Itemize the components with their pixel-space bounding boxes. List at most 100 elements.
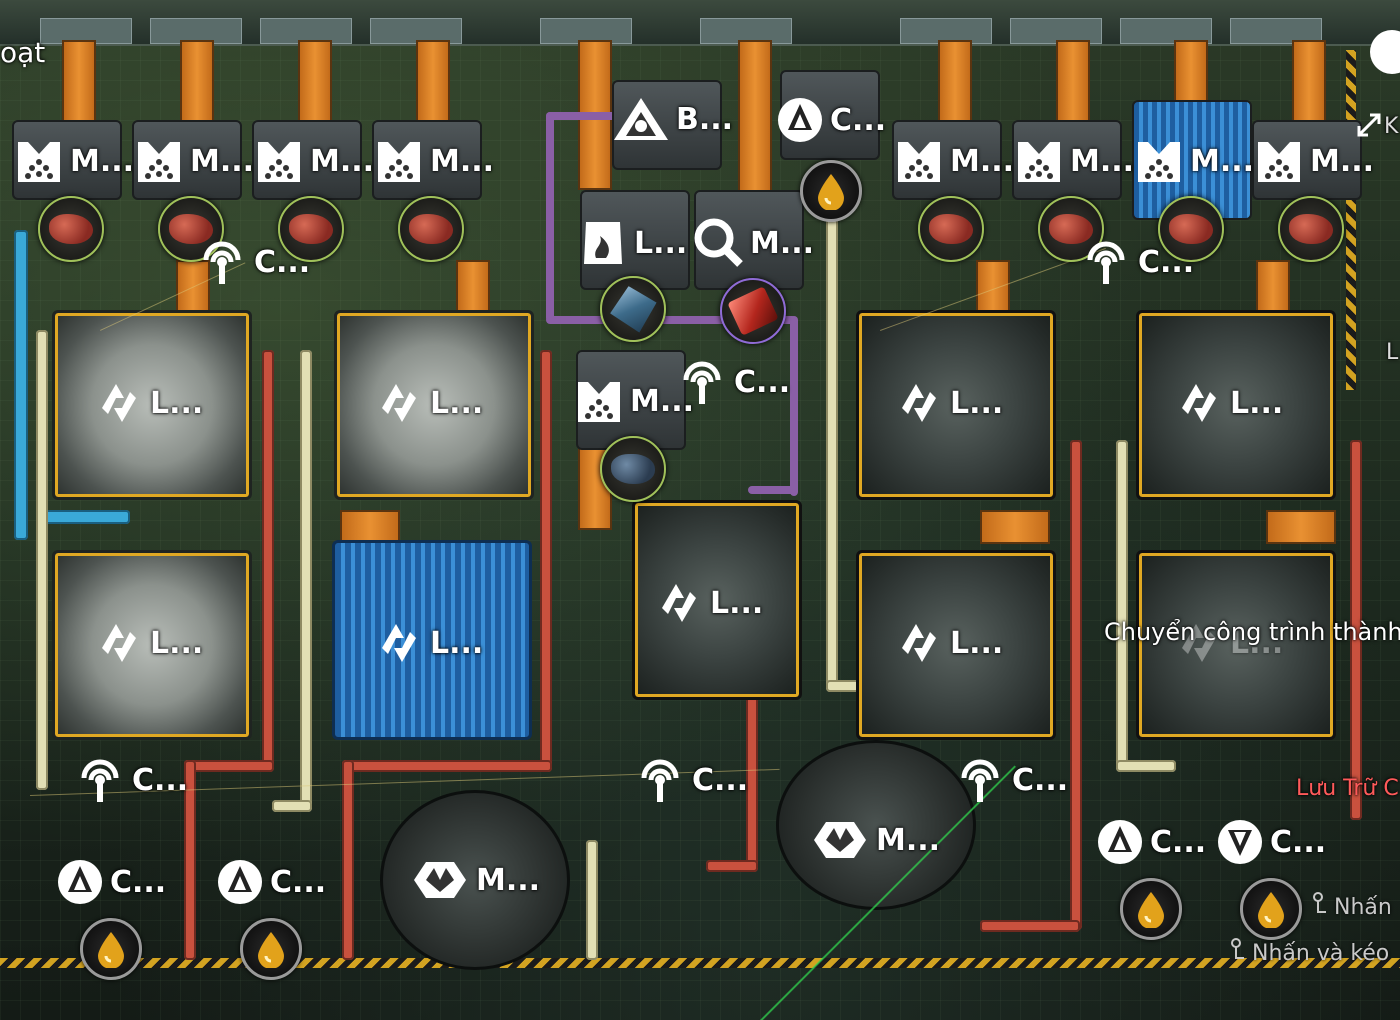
miner-label[interactable]: M... — [254, 136, 374, 186]
liquid-pipe[interactable] — [1116, 760, 1176, 772]
liquid-pipe[interactable] — [826, 190, 838, 690]
reactor-label[interactable]: L... — [374, 618, 483, 668]
purple-pipe[interactable] — [546, 316, 796, 324]
pump-label[interactable]: C... — [1096, 818, 1206, 866]
relay-label[interactable]: C... — [954, 756, 1068, 804]
ore-resource[interactable] — [1278, 196, 1344, 262]
mixer-label[interactable]: M... — [410, 858, 540, 902]
conveyor-belt[interactable] — [738, 40, 772, 200]
liquid-output-badge[interactable] — [240, 918, 302, 980]
pump-label[interactable]: C... — [776, 96, 886, 144]
refinery-label[interactable]: B... — [612, 96, 733, 142]
reactor[interactable] — [632, 500, 802, 700]
ore-resource[interactable] — [600, 436, 666, 502]
conveyor-belt[interactable] — [980, 510, 1050, 544]
conveyor-belt[interactable] — [298, 40, 332, 130]
water-pipe[interactable] — [14, 230, 28, 540]
expand-icon[interactable] — [1356, 112, 1382, 142]
conveyor-belt[interactable] — [340, 510, 400, 544]
lava-pipe[interactable] — [1070, 440, 1082, 930]
reactor-label[interactable]: L... — [94, 378, 203, 428]
conveyor-belt[interactable] — [416, 40, 450, 130]
liquid-output-badge[interactable] — [1120, 878, 1182, 940]
liquid-pipe[interactable] — [36, 330, 48, 790]
miner-label[interactable]: M... — [134, 136, 254, 186]
relay-label[interactable]: C... — [634, 756, 748, 804]
relay-label[interactable]: C... — [676, 358, 790, 406]
reactor-label[interactable]: L... — [654, 578, 763, 628]
miner-label[interactable]: M... — [1134, 136, 1254, 186]
reactor-label[interactable]: L... — [1174, 378, 1283, 428]
lava-pipe[interactable] — [184, 760, 196, 960]
liquid-output-badge[interactable] — [800, 160, 862, 222]
reactor[interactable] — [52, 550, 252, 740]
reactor[interactable] — [334, 310, 534, 500]
relay-label[interactable]: C... — [1080, 238, 1194, 286]
menu-button[interactable] — [1370, 30, 1400, 74]
liquid-pipe[interactable] — [1116, 440, 1128, 770]
lava-pipe[interactable] — [746, 690, 758, 870]
lava-pipe[interactable] — [342, 760, 552, 772]
reactor[interactable] — [856, 550, 1056, 740]
mixer[interactable] — [776, 740, 976, 910]
ingot-resource[interactable] — [720, 278, 786, 344]
reactor[interactable] — [52, 310, 252, 500]
reactor[interactable] — [856, 310, 1056, 500]
reactor-label[interactable]: L... — [374, 378, 483, 428]
lava-pipe[interactable] — [980, 920, 1080, 932]
ore-resource[interactable] — [38, 196, 104, 262]
lava-pipe[interactable] — [184, 760, 274, 772]
conveyor-belt[interactable] — [1266, 510, 1336, 544]
purple-pipe[interactable] — [748, 486, 798, 494]
reactor-selected[interactable] — [332, 540, 532, 740]
liquid-pipe[interactable] — [586, 840, 598, 960]
reactor-label[interactable]: L... — [1174, 618, 1283, 668]
reactor[interactable] — [1136, 550, 1336, 740]
liquid-pipe[interactable] — [272, 800, 312, 812]
reactor-label[interactable]: L... — [894, 618, 1003, 668]
lava-pipe[interactable] — [1350, 440, 1362, 820]
lava-pipe[interactable] — [706, 860, 758, 872]
grinder-label[interactable]: M... — [694, 218, 814, 268]
miner-label[interactable]: M... — [1254, 136, 1374, 186]
reactor-label[interactable]: L... — [894, 378, 1003, 428]
water-pipe[interactable] — [40, 510, 130, 524]
conveyor-belt[interactable] — [180, 40, 214, 130]
crystal-resource[interactable] — [600, 276, 666, 342]
conveyor-belt[interactable] — [1056, 40, 1090, 130]
reactor-label[interactable]: L... — [94, 618, 203, 668]
pump-label[interactable]: C... — [56, 858, 166, 906]
miner-label[interactable]: M... — [894, 136, 1014, 186]
mixer-label[interactable]: M... — [810, 818, 940, 862]
purple-pipe[interactable] — [546, 112, 626, 120]
miner-label[interactable]: M... — [1014, 136, 1134, 186]
ore-resource[interactable] — [398, 196, 464, 262]
conveyor-belt[interactable] — [62, 40, 96, 130]
lava-pipe[interactable] — [342, 760, 354, 960]
lava-pipe[interactable] — [262, 350, 274, 770]
relay-label[interactable]: C... — [74, 756, 188, 804]
ore-resource[interactable] — [918, 196, 984, 262]
relay-label[interactable]: C... — [196, 238, 310, 286]
ore-resource[interactable] — [158, 196, 224, 262]
ore-resource[interactable] — [278, 196, 344, 262]
storage-label[interactable]: Lưu Trữ C — [1296, 776, 1399, 801]
liquid-output-badge[interactable] — [1240, 878, 1302, 940]
pump-label[interactable]: C... — [1216, 818, 1326, 866]
purple-pipe[interactable] — [546, 112, 554, 322]
conveyor-belt[interactable] — [938, 40, 972, 130]
purple-pipe[interactable] — [790, 316, 798, 496]
liquid-output-badge[interactable] — [80, 918, 142, 980]
ore-resource[interactable] — [1158, 196, 1224, 262]
reactor[interactable] — [1136, 310, 1336, 500]
furnace-label[interactable]: L... — [578, 218, 687, 268]
miner-label[interactable]: M... — [574, 376, 694, 426]
lava-pipe[interactable] — [540, 350, 552, 770]
pump-label[interactable]: C... — [216, 858, 326, 906]
miner-label[interactable]: M... — [14, 136, 134, 186]
liquid-pipe[interactable] — [300, 350, 312, 810]
mixer[interactable] — [380, 790, 570, 970]
conveyor-belt[interactable] — [1292, 40, 1326, 130]
miner-label[interactable]: M... — [374, 136, 494, 186]
